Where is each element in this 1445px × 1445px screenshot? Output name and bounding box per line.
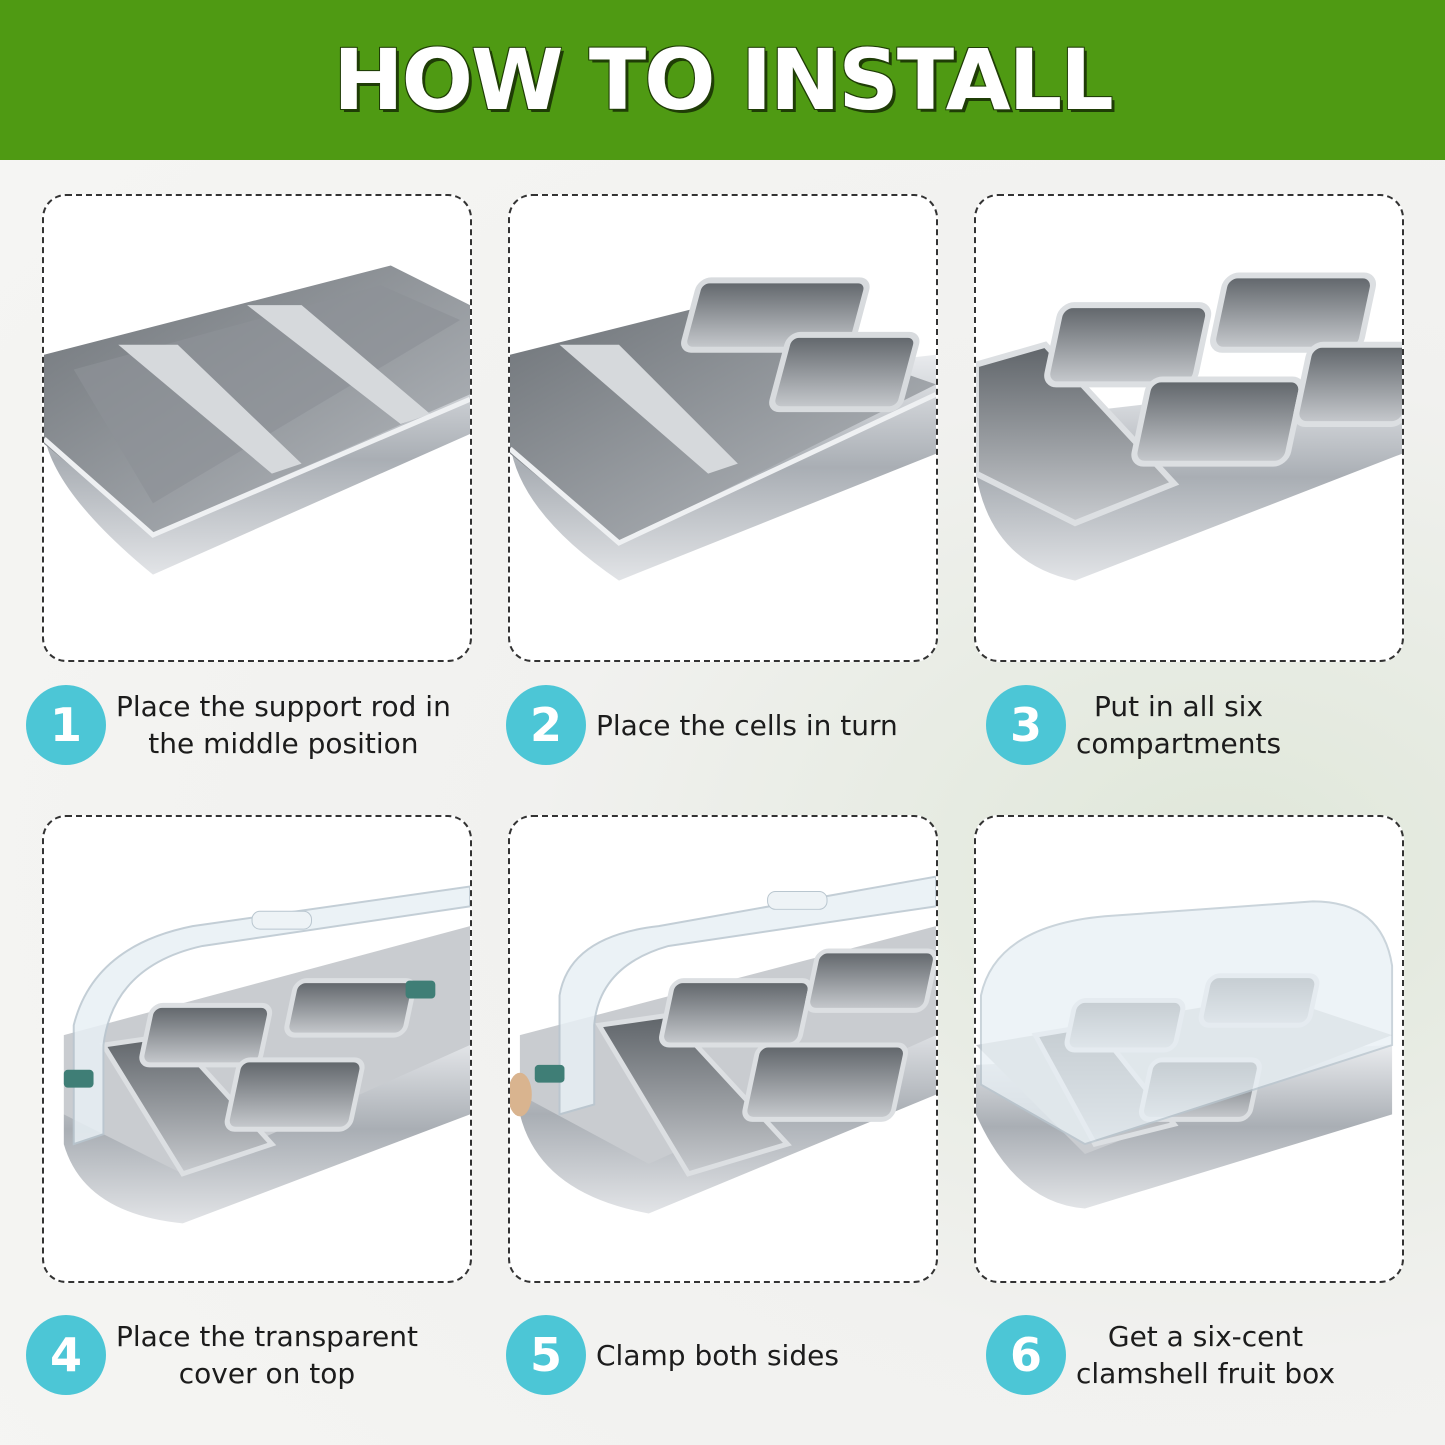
step-4: 4 Place the transparent cover on top <box>26 1310 418 1400</box>
step-number-badge: 3 <box>986 685 1066 765</box>
step-number-badge: 4 <box>26 1315 106 1395</box>
step-5: 5 Clamp both sides <box>506 1310 839 1400</box>
step-description: Put in all six compartments <box>1076 688 1281 762</box>
tray-with-cover-illustration <box>63 885 470 1224</box>
header-banner: HOW TO INSTALL <box>0 0 1445 160</box>
page-title: HOW TO INSTALL <box>333 31 1113 129</box>
closed-fruit-box-illustration <box>976 900 1394 1209</box>
step-description-line: clamshell fruit box <box>1076 1357 1336 1390</box>
step-description: Place the support rod in the middle posi… <box>116 688 451 762</box>
step-description-line: Place the transparent <box>116 1320 418 1353</box>
tray-clamped-illustration <box>510 875 936 1214</box>
step-description-line: Clamp both sides <box>596 1338 839 1372</box>
step-4-image <box>42 815 472 1283</box>
step-number-badge: 6 <box>986 1315 1066 1395</box>
step-number-badge: 5 <box>506 1315 586 1395</box>
step-description-line: Place the support rod in <box>116 690 451 723</box>
step-description-line: the middle position <box>148 727 419 760</box>
step-description-line: Put in all six <box>1094 690 1264 723</box>
step-description-line: Place the cells in turn <box>596 708 898 742</box>
tray-six-compartments-illustration <box>976 272 1402 581</box>
step-1-image <box>42 194 472 662</box>
step-description: Place the cells in turn <box>596 707 898 744</box>
step-description: Place the transparent cover on top <box>116 1318 418 1392</box>
tray-with-rods-illustration <box>44 265 470 575</box>
step-2: 2 Place the cells in turn <box>506 680 898 770</box>
step-number-badge: 2 <box>506 685 586 765</box>
step-2-image <box>508 194 938 662</box>
step-3-image <box>974 194 1404 662</box>
step-description: Clamp both sides <box>596 1337 839 1374</box>
step-number-badge: 1 <box>26 685 106 765</box>
step-description: Get a six-cent clamshell fruit box <box>1076 1318 1335 1392</box>
step-6-image <box>974 815 1404 1283</box>
step-description-line: cover on top <box>178 1357 356 1390</box>
tray-with-cells-illustration <box>510 277 936 581</box>
step-5-image <box>508 815 938 1283</box>
step-3: 3 Put in all six compartments <box>986 680 1281 770</box>
step-description-line: Get a six-cent <box>1107 1320 1304 1353</box>
step-1: 1 Place the support rod in the middle po… <box>26 680 451 770</box>
step-6: 6 Get a six-cent clamshell fruit box <box>986 1310 1335 1400</box>
step-description-line: compartments <box>1076 727 1282 760</box>
